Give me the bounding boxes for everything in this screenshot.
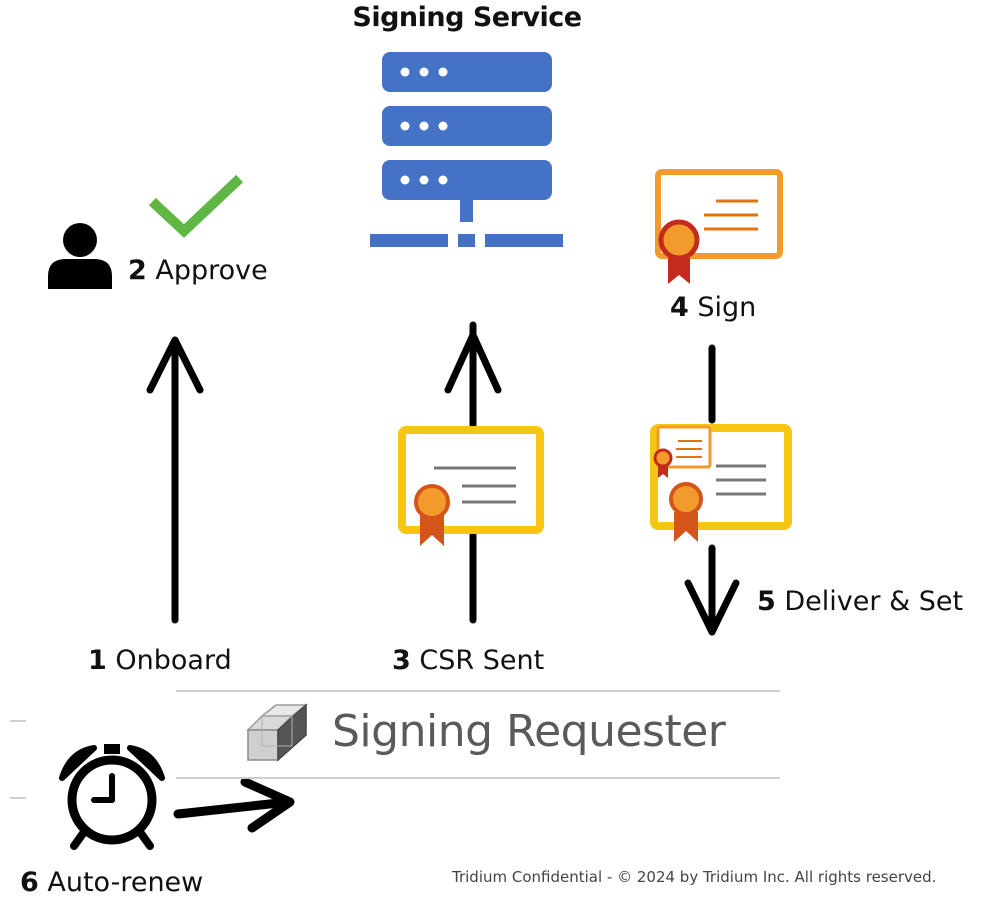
alarm-clock-icon (59, 744, 165, 850)
certificate-icon (655, 169, 783, 284)
arrow-renew (173, 777, 295, 833)
copyright-footer: Tridium Confidential - © 2024 by Tridium… (452, 868, 937, 886)
user-icon (48, 223, 112, 289)
step-sign-label: 4 Sign (670, 292, 757, 323)
requester-frame (10, 690, 780, 799)
signing-requester-label: Signing Requester (332, 706, 726, 757)
diagram-title: Signing Service (352, 2, 582, 33)
step-renew-label: 6 Auto-renew (20, 867, 204, 898)
step-approve-label: 2 Approve (128, 255, 268, 286)
checkmark-icon (148, 174, 244, 238)
certificate-icon (398, 426, 544, 546)
step-deliver-label: 5 Deliver & Set (757, 586, 964, 617)
arrow-deliver (684, 344, 740, 636)
cube-icon (246, 703, 309, 762)
server-icon (370, 52, 563, 247)
arrow-onboard (146, 336, 204, 624)
step-csr-label: 3 CSR Sent (392, 645, 545, 676)
step-onboard-label: 1 Onboard (88, 645, 232, 676)
certificate-icon (650, 424, 792, 542)
